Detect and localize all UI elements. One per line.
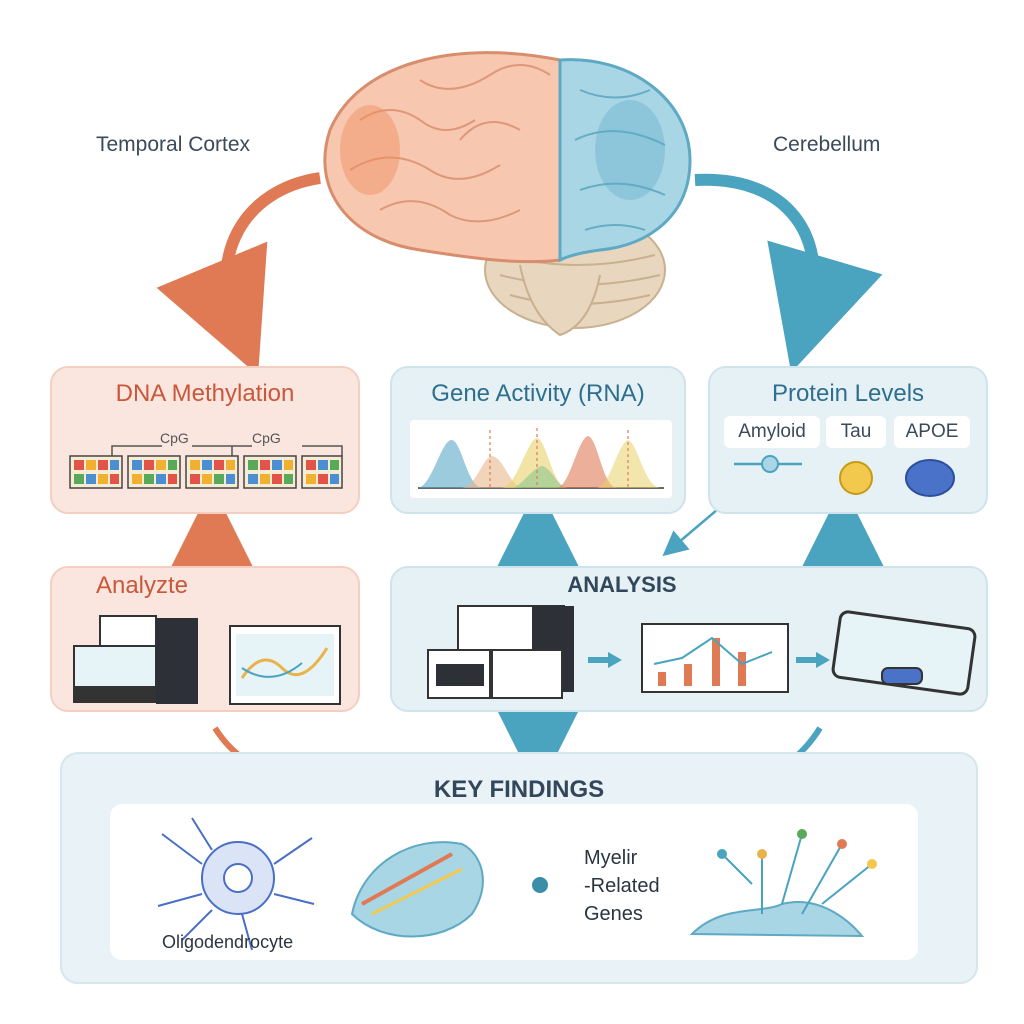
findings-title: KEY FINDINGS xyxy=(433,776,605,803)
analysis-pipeline xyxy=(427,605,977,699)
protein-apoe-label: APOE xyxy=(894,416,970,448)
myelin-genes-label: Myelir -Related Genes xyxy=(584,844,660,928)
cerebellum-label: Cerebellum xyxy=(773,133,881,156)
myelin-genes-line-1: Myelir xyxy=(584,847,638,869)
cpg-label-2: CpG xyxy=(252,430,281,446)
protein-icons xyxy=(734,455,955,497)
tau-icon xyxy=(839,461,873,495)
cerebellum-hemisphere xyxy=(558,58,692,263)
myelin-genes-line-3: Genes xyxy=(584,903,643,925)
findings-panel: KEY FINDINGS Oligodendrocyte Myelir -Rel… xyxy=(60,752,978,984)
apoe-icon xyxy=(905,459,955,497)
analyze-title: Analyzte xyxy=(95,572,189,599)
myelin-genes-line-2: -Related xyxy=(584,875,660,897)
protein-title: Protein Levels xyxy=(771,380,925,407)
methylation-grid xyxy=(69,445,343,489)
analyze-panel: Analyzte xyxy=(50,566,360,712)
neural-network-icon xyxy=(689,829,877,938)
findings-illustrations xyxy=(157,817,877,951)
analyze-computers xyxy=(73,615,341,705)
amyloid-icon xyxy=(761,455,779,473)
methylation-title: DNA Methylation xyxy=(115,380,295,407)
analysis-title: ANALYSIS xyxy=(567,572,677,597)
oligodendrocyte-icon xyxy=(157,817,315,951)
temporal-cortex-label: Temporal Cortex xyxy=(96,133,251,156)
bullet-dot xyxy=(532,877,548,893)
myelinated-tissue-icon xyxy=(350,841,484,938)
protein-amyloid-label: Amyloid xyxy=(724,416,820,448)
rna-peaks-chart xyxy=(410,420,672,498)
arrow-cerebellum-to-protein xyxy=(694,173,883,373)
cpg-label-1: CpG xyxy=(160,430,189,446)
temporal-cortex-hemisphere xyxy=(323,51,562,264)
methylation-panel: DNA Methylation CpG CpG xyxy=(50,366,360,514)
protein-panel: Protein Levels Amyloid Tau APOE xyxy=(708,366,988,514)
protein-tau-label: Tau xyxy=(826,416,886,448)
rna-title: Gene Activity (RNA) xyxy=(431,380,645,407)
oligodendrocyte-label: Oligodendrocyte xyxy=(162,932,294,952)
arrow-cortex-to-methylation xyxy=(156,172,321,376)
rna-panel: Gene Activity (RNA) xyxy=(390,366,686,514)
analysis-panel: ANALYSIS xyxy=(390,566,988,712)
